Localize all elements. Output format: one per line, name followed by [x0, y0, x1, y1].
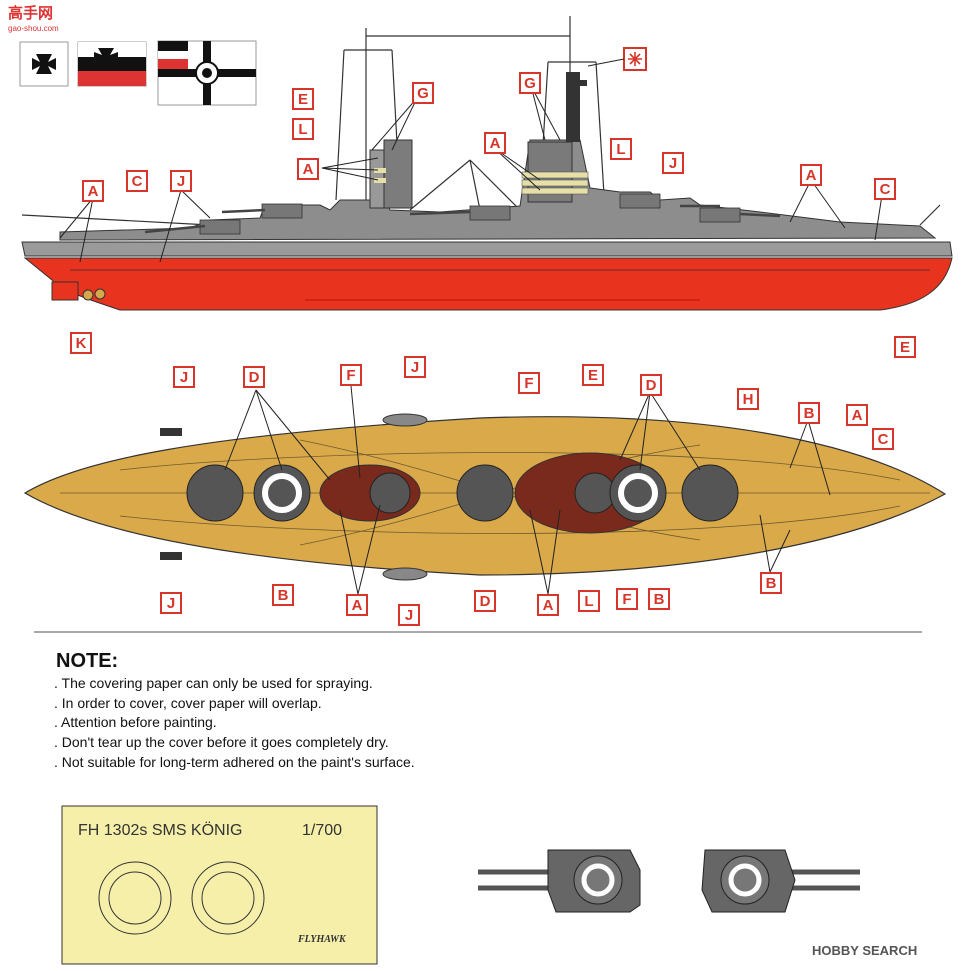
top-label-d: D: [243, 366, 265, 388]
watermark-site: 高手网: [8, 5, 54, 22]
top-label-b: B: [648, 588, 670, 610]
side-label-e: E: [894, 336, 916, 358]
mask-title: FH 1302s SMS KÖNIG: [78, 822, 243, 839]
mask-scale: 1/700: [302, 822, 343, 839]
side-label-c: C: [874, 178, 896, 200]
side-label-g: G: [519, 72, 541, 94]
note-line: . The covering paper can only be used fo…: [54, 675, 373, 691]
top-label-j: J: [160, 592, 182, 614]
top-label-j: J: [398, 604, 420, 626]
side-label-e: E: [292, 88, 314, 110]
note-title: NOTE:: [56, 650, 119, 672]
top-label-c: C: [872, 428, 894, 450]
note-line: . Attention before painting.: [54, 714, 217, 730]
watermark-hobby-search: HOBBY SEARCH: [812, 943, 918, 958]
side-label-a: A: [82, 180, 104, 202]
mask-circle: [108, 871, 162, 925]
side-label-l: L: [292, 118, 314, 140]
top-label-f: F: [518, 372, 540, 394]
ship-top-view: [23, 413, 947, 581]
top-label-b: B: [272, 584, 294, 606]
mask-brand: FLYHAWK: [298, 934, 346, 945]
watermark-url: gao-shou.com: [8, 24, 59, 33]
mask-sheet: [61, 805, 378, 965]
top-label-j: J: [404, 356, 426, 378]
top-label-d: D: [474, 590, 496, 612]
turret-detail-left: [478, 849, 641, 913]
top-label-d: D: [640, 374, 662, 396]
top-label-h: H: [737, 388, 759, 410]
top-label-b: B: [798, 402, 820, 424]
side-label-j: J: [170, 170, 192, 192]
top-label-f: F: [616, 588, 638, 610]
leader-lines: [59, 85, 883, 595]
top-label-a: A: [346, 594, 368, 616]
ship-side-profile: [21, 16, 953, 311]
side-label-a: A: [297, 158, 319, 180]
mask-circle: [98, 861, 172, 935]
top-label-a: A: [846, 404, 868, 426]
war-ensign-small: [77, 41, 147, 87]
iron-cross-flag: [19, 41, 69, 87]
side-label-g: G: [412, 82, 434, 104]
top-label-a: A: [537, 594, 559, 616]
side-label-a: A: [800, 164, 822, 186]
side-label-c: C: [126, 170, 148, 192]
side-label-j: J: [662, 152, 684, 174]
top-label-f: F: [340, 364, 362, 386]
side-label-a: A: [484, 132, 506, 154]
top-label-j: J: [173, 366, 195, 388]
mask-circle: [191, 861, 265, 935]
note-line: . In order to cover, cover paper will ov…: [54, 695, 322, 711]
note-line: . Not suitable for long-term adhered on …: [54, 754, 415, 770]
imperial-war-ensign: [157, 40, 257, 106]
side-label-k: K: [70, 332, 92, 354]
turret-detail-right: [701, 849, 860, 913]
asterisk-marker: [623, 47, 647, 71]
side-label-l: L: [610, 138, 632, 160]
top-label-e: E: [582, 364, 604, 386]
top-label-b: B: [760, 572, 782, 594]
mask-circle: [201, 871, 255, 925]
top-label-l: L: [578, 590, 600, 612]
note-line: . Don't tear up the cover before it goes…: [54, 734, 389, 750]
